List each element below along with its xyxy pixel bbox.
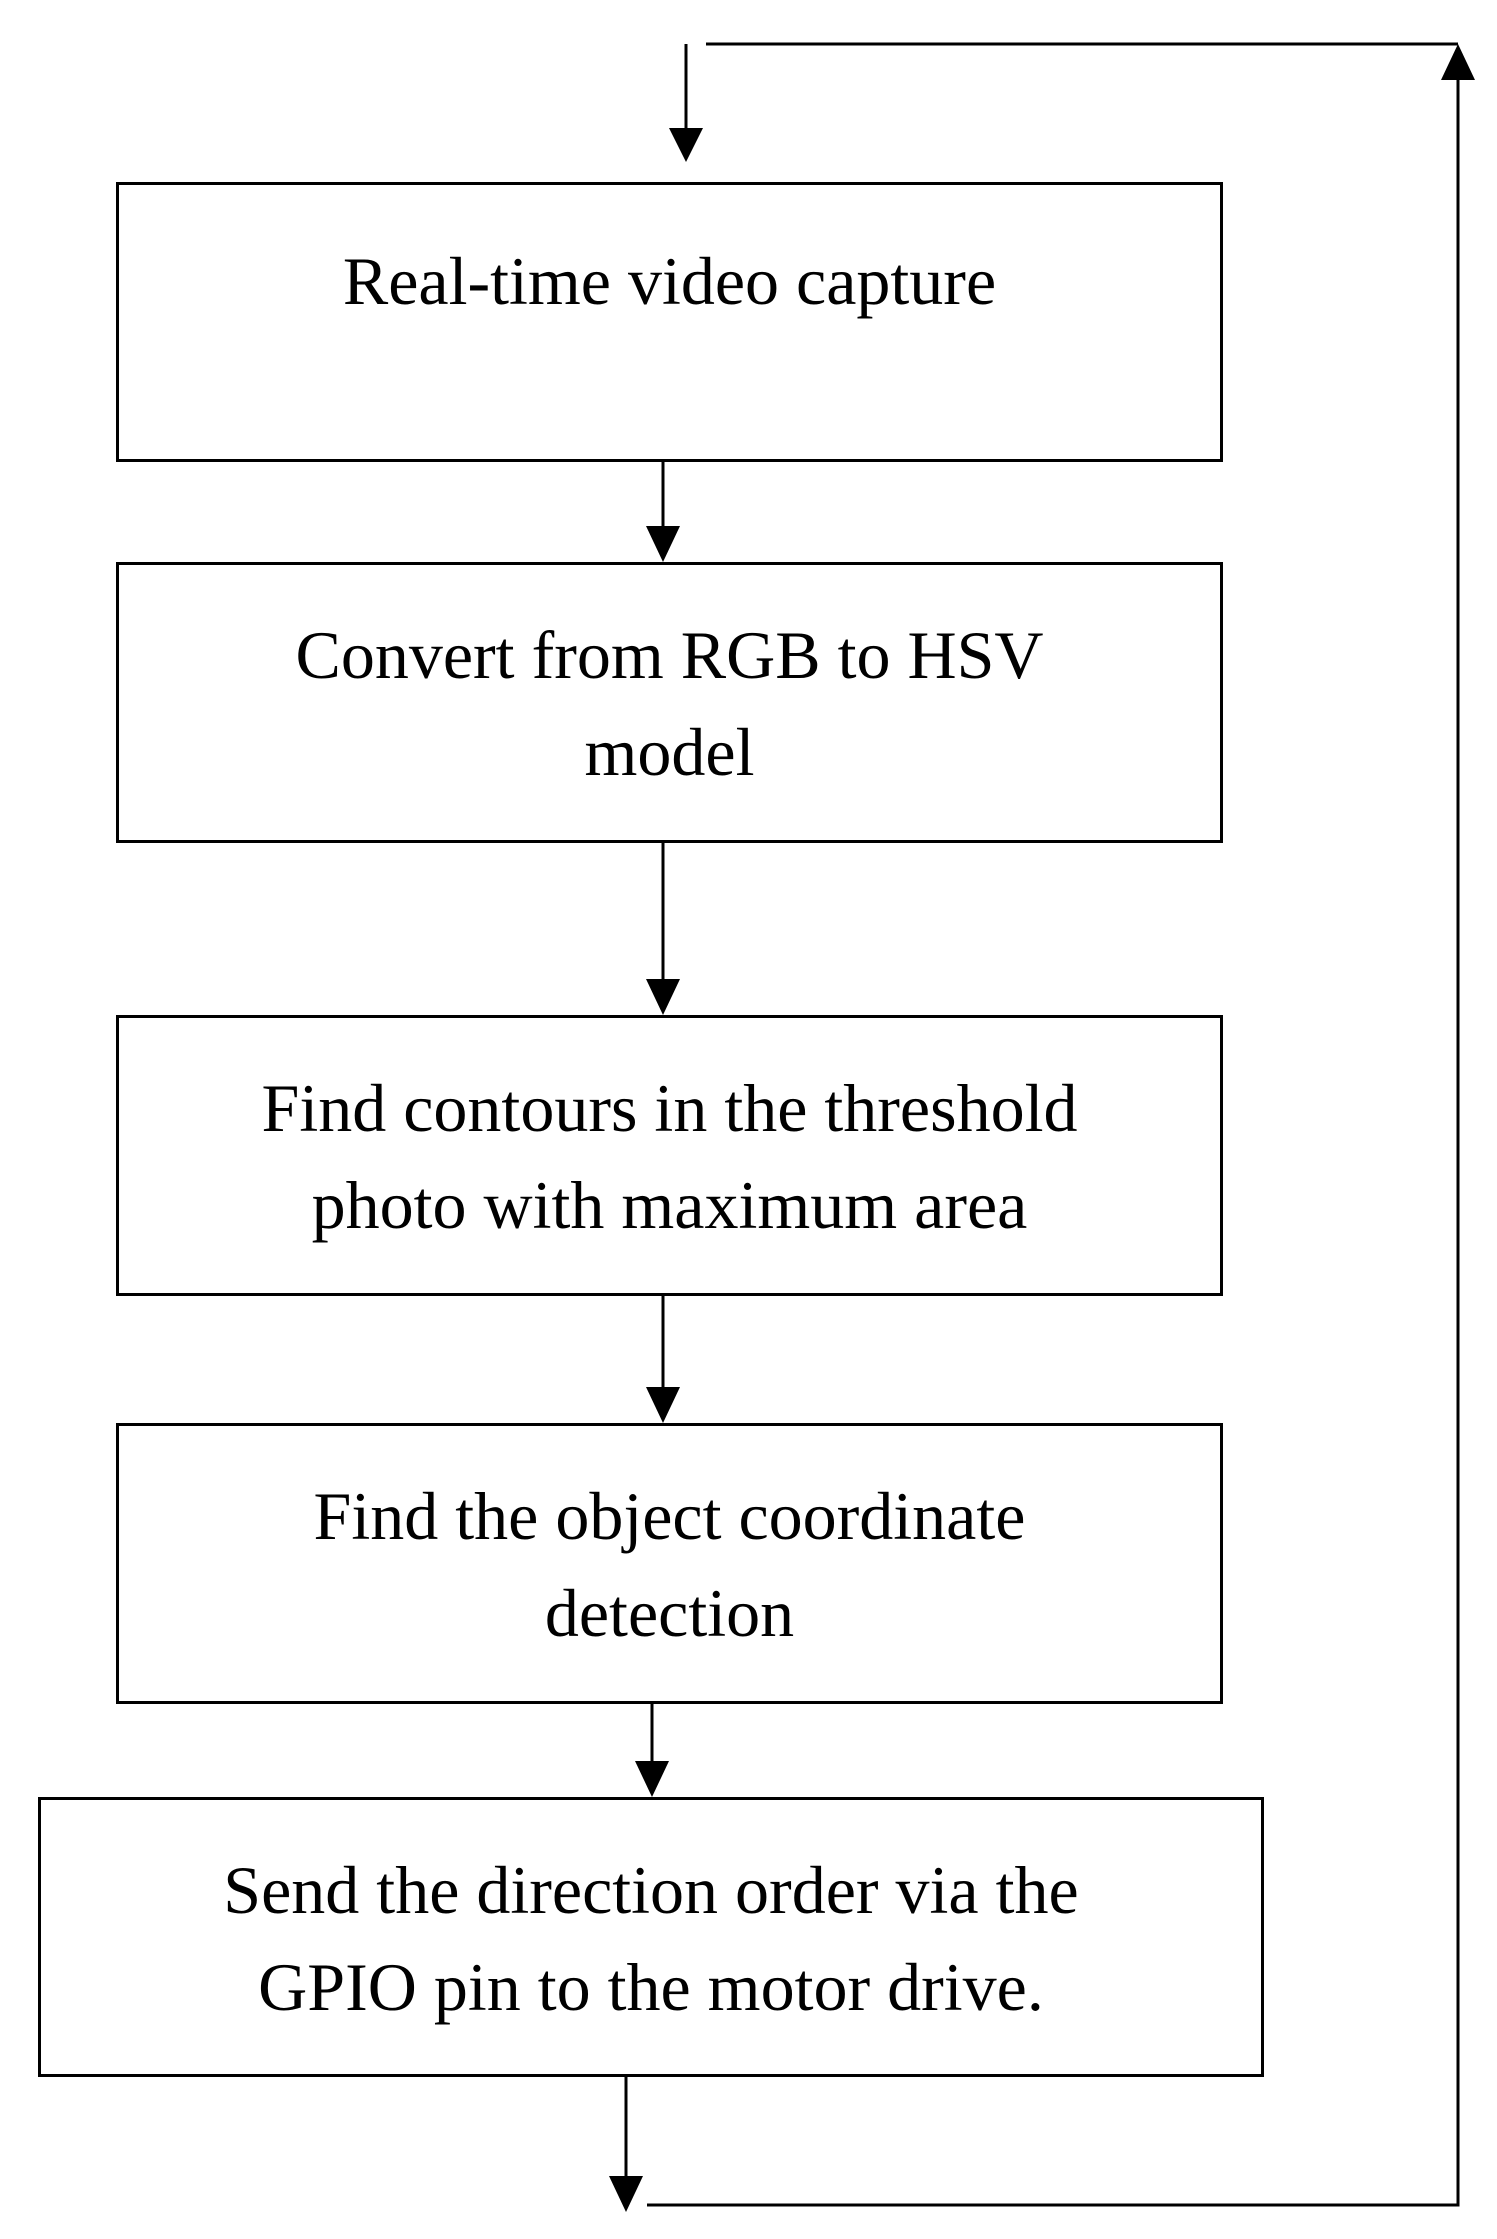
exit-arrowhead	[609, 2176, 643, 2212]
step-convert-rgb-to-hsv: Convert from RGB to HSV model	[116, 562, 1223, 843]
step-label: Find contours in the threshold photo wit…	[261, 1070, 1078, 1243]
step-send-direction-order: Send the direction order via the GPIO pi…	[38, 1797, 1264, 2077]
arrowhead-2-3	[646, 979, 680, 1015]
arrowhead-1-2	[646, 526, 680, 562]
step-real-time-video-capture: Real-time video capture	[116, 182, 1223, 462]
step-label: Real-time video capture	[342, 243, 997, 319]
step-find-contours: Find contours in the threshold photo wit…	[116, 1015, 1223, 1296]
step-label: Find the object coordinate detection	[313, 1478, 1026, 1651]
step-label: Send the direction order via the GPIO pi…	[223, 1852, 1079, 2025]
step-find-object-coordinate: Find the object coordinate detection	[116, 1423, 1223, 1704]
loop-up-arrowhead	[1441, 44, 1475, 80]
arrowhead-3-4	[646, 1387, 680, 1423]
arrowhead-4-5	[635, 1761, 669, 1797]
step-label: Convert from RGB to HSV model	[295, 617, 1044, 790]
entry-arrowhead	[669, 128, 703, 162]
loop-back-line	[647, 78, 1460, 2207]
